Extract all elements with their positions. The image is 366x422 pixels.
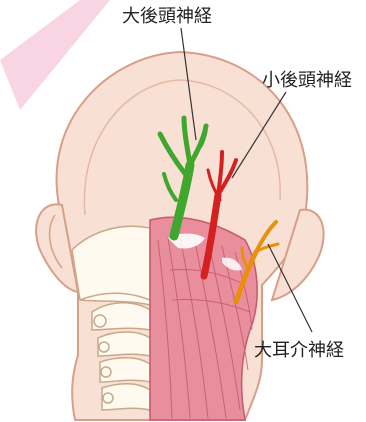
label-greater-occipital-nerve: 大後頭神経	[122, 6, 212, 27]
label-lesser-occipital-nerve: 小後頭神経	[262, 70, 352, 91]
label-great-auricular-nerve: 大耳介神経	[254, 340, 344, 361]
